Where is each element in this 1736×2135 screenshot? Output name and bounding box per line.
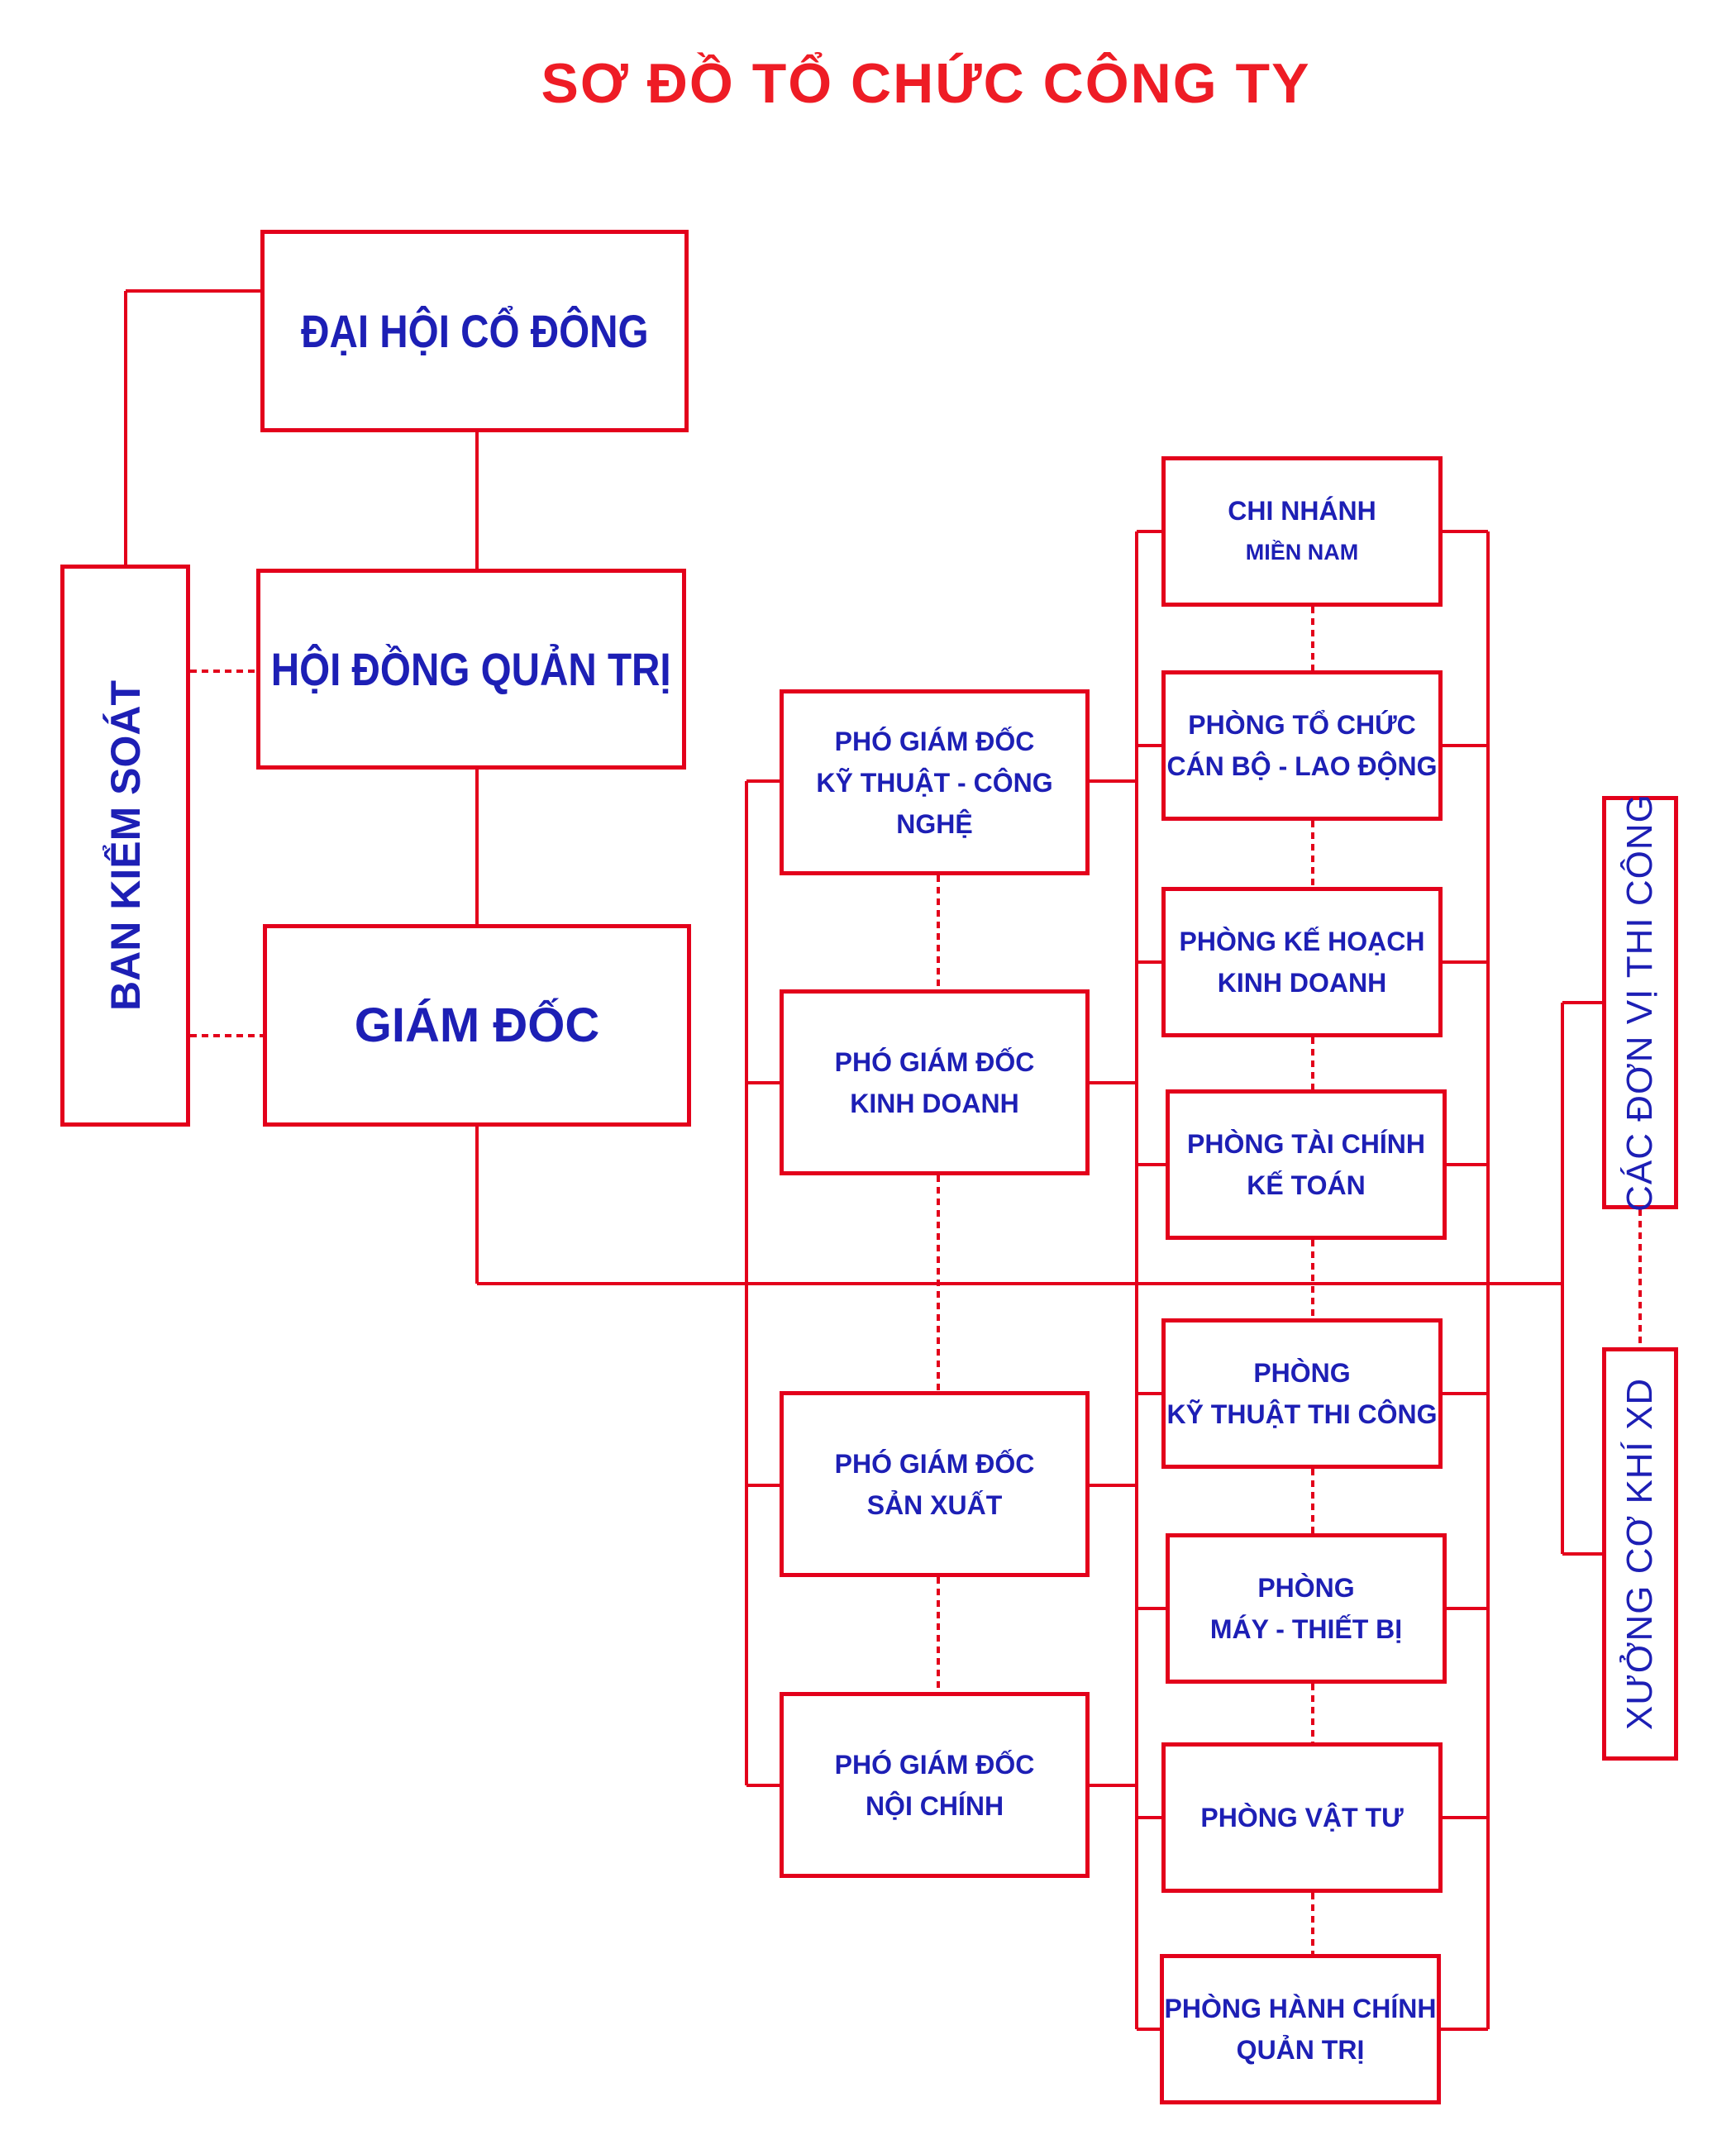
node-label-line1: PHÓ GIÁM ĐỐC bbox=[834, 1448, 1035, 1479]
node-pgd-kinh-doanh: PHÓ GIÁM ĐỐC KINH DOANH bbox=[780, 989, 1090, 1175]
node-label: CÁC ĐƠN VỊ THI CÔNG bbox=[1619, 793, 1660, 1212]
node-label-line2: KINH DOANH bbox=[850, 1088, 1019, 1118]
node-label: ĐẠI HỘI CỔ ĐÔNG bbox=[300, 305, 649, 357]
node-label-line2: MÁY - THIẾT BỊ bbox=[1209, 1614, 1403, 1644]
node-pgd-noi-chinh: PHÓ GIÁM ĐỐC NỘI CHÍNH bbox=[780, 1692, 1090, 1878]
node-ban-kiem-soat: BAN KIỂM SOÁT bbox=[60, 565, 190, 1127]
node-phong-hanh-chinh-quan-tri: PHÒNG HÀNH CHÍNH QUẢN TRỊ bbox=[1160, 1954, 1441, 2104]
node-label-line1: PHÒNG bbox=[1253, 1358, 1351, 1388]
node-label-line2: MIỀN NAM bbox=[1245, 540, 1359, 565]
node-label-line1: PHÒNG TỔ CHỨC bbox=[1188, 710, 1416, 740]
node-label-line1: PHÒNG TÀI CHÍNH bbox=[1187, 1129, 1425, 1159]
node-phong-ke-hoach-kinh-doanh: PHÒNG KẾ HOẠCH KINH DOANH bbox=[1161, 887, 1443, 1037]
node-label: BAN KIỂM SOÁT bbox=[102, 680, 149, 1011]
node-chi-nhanh-mien-nam: CHI NHÁNH MIỀN NAM bbox=[1161, 456, 1443, 607]
node-dai-hoi-co-dong: ĐẠI HỘI CỔ ĐÔNG bbox=[260, 230, 689, 432]
node-label-line1: PHÒNG KẾ HOẠCH bbox=[1179, 927, 1425, 956]
node-label-line1: PHÒNG HÀNH CHÍNH bbox=[1164, 1994, 1437, 2023]
node-label: HỘI ĐỒNG QUẢN TRỊ bbox=[271, 643, 671, 695]
node-phong-tai-chinh-ke-toan: PHÒNG TÀI CHÍNH KẾ TOÁN bbox=[1166, 1089, 1447, 1240]
node-label-line1: PHÓ GIÁM ĐỐC bbox=[834, 1046, 1035, 1077]
node-label: GIÁM ĐỐC bbox=[354, 998, 600, 1052]
node-pgd-san-xuat: PHÓ GIÁM ĐỐC SẢN XUẤT bbox=[780, 1391, 1090, 1577]
node-label-line2: SẢN XUẤT bbox=[866, 1489, 1003, 1520]
node-phong-vat-tu: PHÒNG VẬT TƯ bbox=[1161, 1742, 1443, 1893]
node-label-line2: KỸ THUẬT - CÔNG NGHỆ bbox=[816, 767, 1053, 839]
node-giam-doc: GIÁM ĐỐC bbox=[263, 924, 691, 1127]
node-label-line2: KINH DOANH bbox=[1217, 968, 1387, 998]
page-title: SƠ ĐỒ TỔ CHỨC CÔNG TY bbox=[541, 52, 1311, 115]
node-pgd-ky-thuat-cong-nghe: PHÓ GIÁM ĐỐC KỸ THUẬT - CÔNG NGHỆ bbox=[780, 689, 1090, 875]
node-label-line2: KẾ TOÁN bbox=[1247, 1170, 1366, 1200]
node-xuong-co-khi-xd: XƯỞNG CƠ KHÍ XD bbox=[1602, 1347, 1678, 1761]
node-label-line2: NỘI CHÍNH bbox=[865, 1790, 1004, 1821]
node-label-line1: PHÓ GIÁM ĐỐC bbox=[834, 1749, 1035, 1780]
node-label: XƯỞNG CƠ KHÍ XD bbox=[1619, 1377, 1660, 1731]
node-phong-to-chuc-can-bo: PHÒNG TỔ CHỨC CÁN BỘ - LAO ĐỘNG bbox=[1161, 670, 1443, 821]
node-label-line1: CHI NHÁNH bbox=[1228, 496, 1376, 526]
node-label-line1: PHÓ GIÁM ĐỐC bbox=[834, 726, 1035, 756]
node-phong-ky-thuat-thi-cong: PHÒNG KỸ THUẬT THI CÔNG bbox=[1161, 1318, 1443, 1469]
node-label-line2: KỸ THUẬT THI CÔNG bbox=[1166, 1399, 1438, 1429]
node-phong-may-thiet-bi: PHÒNG MÁY - THIẾT BỊ bbox=[1166, 1533, 1447, 1684]
node-cac-don-vi-thi-cong: CÁC ĐƠN VỊ THI CÔNG bbox=[1602, 793, 1678, 1212]
node-label-line2: QUẢN TRỊ bbox=[1236, 2035, 1365, 2065]
node-hoi-dong-quan-tri: HỘI ĐỒNG QUẢN TRỊ bbox=[256, 569, 686, 770]
node-label-line1: PHÒNG bbox=[1257, 1573, 1355, 1603]
node-label-line1: PHÒNG VẬT TƯ bbox=[1200, 1803, 1404, 1832]
node-label-line2: CÁN BỘ - LAO ĐỘNG bbox=[1166, 751, 1438, 781]
